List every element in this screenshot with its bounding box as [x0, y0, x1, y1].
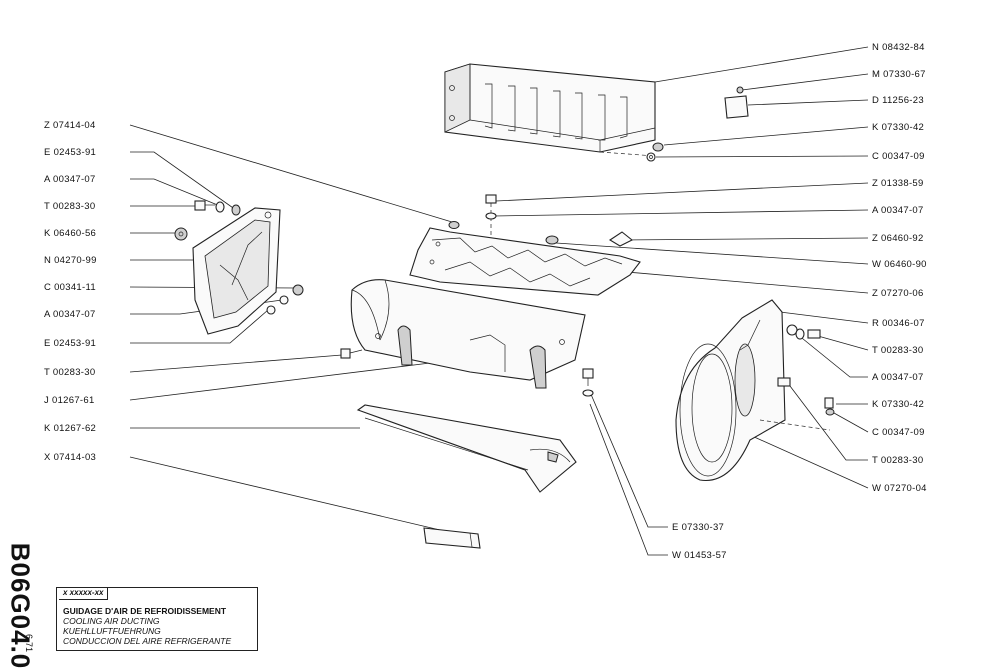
finned-cover-part	[444, 63, 656, 157]
part-number: T 00283-30	[44, 367, 95, 378]
reference-code: x xxxxx-xx	[59, 587, 109, 600]
top-plate-part	[409, 227, 641, 296]
part-number: T 00283-30	[44, 201, 95, 212]
leader-line	[130, 178, 221, 207]
leader-line	[603, 269, 869, 294]
title-box: x xxxxx-xx GUIDAGE D'AIR DE REFROIDISSEM…	[56, 587, 258, 651]
nut-washer-part	[646, 142, 664, 162]
part-number: K 07330-42	[872, 122, 924, 133]
leader-line	[589, 403, 668, 556]
part-number: A 00347-07	[44, 309, 96, 320]
part-number: C 00347-09	[872, 151, 925, 162]
part-number: K 06460-56	[44, 228, 96, 239]
part-number: A 00347-07	[872, 205, 924, 216]
leader-line	[129, 354, 343, 373]
part-number: C 00347-09	[872, 427, 925, 438]
part-number: N 04270-99	[44, 255, 97, 266]
main-duct-part	[350, 279, 586, 389]
part-number: E 02453-91	[44, 338, 96, 349]
part-number: T 00283-30	[872, 345, 923, 356]
bottom-part-numbers: E 07330-37 W 01453-57	[672, 522, 727, 561]
part-number: A 00347-07	[44, 174, 96, 185]
part-number: Z 06460-92	[872, 233, 924, 244]
part-number: Z 01338-59	[872, 178, 924, 189]
title-english: COOLING AIR DUCTING	[63, 616, 160, 626]
right-shroud-part	[675, 299, 831, 482]
leader-line	[589, 391, 668, 528]
part-number: N 08432-84	[872, 42, 925, 53]
leader-line	[493, 209, 869, 217]
leader-line	[623, 237, 869, 241]
part-number: D 11256-23	[872, 95, 924, 106]
small-plate-part	[724, 86, 749, 119]
leader-line	[655, 155, 869, 158]
leader-line	[129, 124, 453, 223]
leader-lines	[129, 46, 869, 556]
leader-line	[129, 362, 431, 401]
title-spanish: CONDUCCION DEL AIRE REFRIGERANTE	[63, 636, 232, 646]
part-number: M 07330-67	[872, 69, 926, 80]
small-block-part	[423, 527, 481, 549]
right-fasteners	[777, 324, 835, 416]
leader-line	[654, 46, 869, 83]
leader-line	[751, 435, 869, 489]
leader-line	[555, 242, 869, 265]
left-part-numbers: Z 07414-04 E 02453-91 A 00347-07 T 00283…	[44, 120, 97, 463]
leader-line	[741, 73, 869, 91]
part-number: Z 07414-04	[44, 120, 96, 131]
part-number: W 01453-57	[672, 550, 727, 561]
leader-line	[495, 182, 869, 202]
part-number: W 06460-90	[872, 259, 927, 270]
leader-line	[747, 99, 869, 106]
left-bracket-part	[192, 207, 281, 335]
document-date: 6-71	[24, 634, 34, 653]
bolt-part	[340, 348, 363, 359]
part-number: T 00283-30	[872, 455, 923, 466]
part-number: K 07330-42	[872, 399, 924, 410]
nut-part	[448, 221, 460, 229]
leader-line	[791, 329, 868, 378]
leader-line	[779, 311, 869, 324]
lower-duct-part	[356, 404, 577, 493]
title-german: KUEHLLUFTFUEHRUNG	[63, 626, 161, 636]
bracket-plate-part	[545, 231, 634, 247]
left-fasteners	[174, 200, 304, 315]
part-number: K 01267-62	[44, 423, 96, 434]
leader-line	[833, 412, 869, 433]
part-number: E 07330-37	[672, 522, 724, 533]
document-code-block: B06G04.0 6-71	[0, 542, 40, 669]
leader-line	[129, 456, 441, 531]
part-number: J 01267-61	[44, 395, 95, 406]
part-number: X 07414-03	[44, 452, 96, 463]
part-number: R 00346-07	[872, 318, 925, 329]
right-part-numbers: N 08432-84 M 07330-67 D 11256-23 K 07330…	[872, 42, 927, 494]
leader-line	[663, 126, 869, 146]
part-number: Z 07270-06	[872, 288, 924, 299]
leader-line	[789, 385, 868, 461]
part-number: C 00341-11	[44, 282, 96, 293]
part-number: A 00347-07	[872, 372, 924, 383]
part-number: W 07270-04	[872, 483, 927, 494]
part-number: E 02453-91	[44, 147, 96, 158]
leader-line	[130, 309, 269, 344]
leader-line	[130, 151, 237, 211]
leader-line	[817, 335, 869, 351]
screw-washer-part	[582, 368, 594, 397]
title-french: GUIDAGE D'AIR DE REFROIDISSEMENT	[63, 606, 227, 616]
